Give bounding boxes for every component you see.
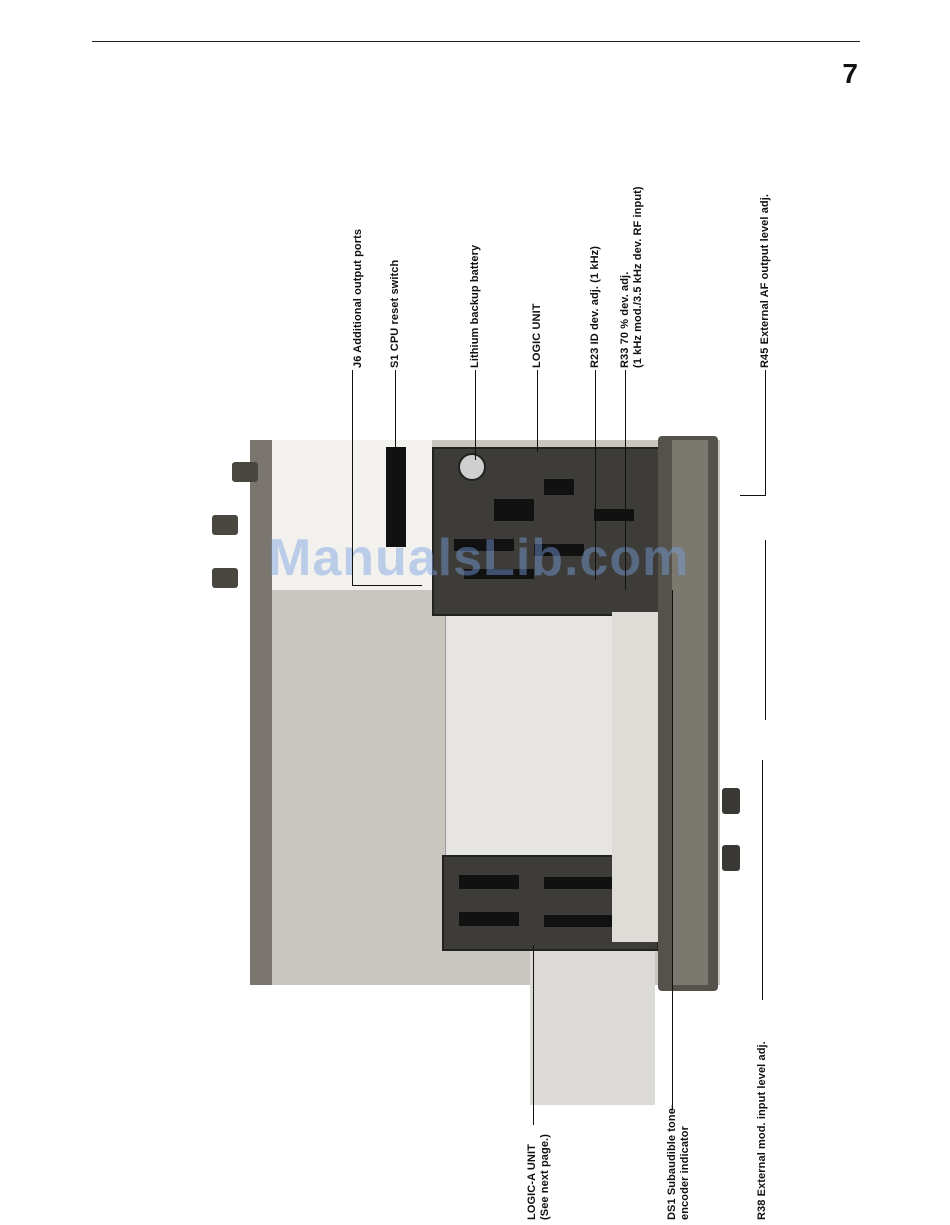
callout-ds1: DS1 Subaudible tone- encoder indicator [666, 1104, 692, 1220]
leader-j6-h [352, 585, 422, 586]
leader-r38-upper [765, 540, 766, 720]
leader-ds1 [672, 590, 673, 1110]
callout-battery: Lithium backup battery [469, 244, 481, 368]
leader-s1 [395, 370, 396, 490]
callout-s1: S1 CPU reset switch [389, 259, 401, 368]
leader-logic-a [533, 945, 534, 1125]
callout-logic-unit: LOGIC UNIT [531, 303, 543, 368]
cpu-reset-switch [386, 447, 406, 547]
callout-ds1-line2: encoder indicator [679, 1126, 691, 1220]
callout-j6: J6 Additional output ports [352, 228, 364, 368]
callout-r33-line2: (1 kHz mod./3.5 kHz dev. RF input) [632, 186, 644, 368]
leader-r45 [765, 370, 766, 495]
wiring-harness [612, 612, 658, 942]
callout-logic-a-line1: LOGIC-A UNIT [526, 1144, 538, 1220]
callout-r33-line1: R33 70 % dev. adj. [619, 271, 631, 368]
rear-rail [250, 440, 272, 985]
callout-r45: R45 External AF output level adj. [759, 193, 771, 368]
leader-j6 [352, 370, 353, 585]
front-panel-inner [672, 440, 708, 985]
lithium-battery [458, 453, 486, 481]
callout-logic-a-line2: (See next page.) [539, 1134, 551, 1220]
callout-r38: R38 External mod. input level adj. [756, 1041, 768, 1220]
leader-r45-h [740, 495, 766, 496]
front-knob [722, 788, 740, 814]
callout-r23: R23 ID dev. adj. (1 kHz) [589, 245, 601, 368]
leader-logic-unit [537, 370, 538, 452]
rear-connector [232, 462, 258, 482]
rear-connector [212, 515, 238, 535]
leader-battery [475, 370, 476, 460]
header-rule [92, 41, 860, 42]
front-knob [722, 845, 740, 871]
callout-logic-a: LOGIC-A UNIT (See next page.) [526, 1134, 552, 1220]
leader-r33 [625, 370, 626, 590]
leader-r23 [595, 370, 596, 580]
leader-r38 [762, 760, 763, 1000]
lower-bracket [530, 945, 655, 1105]
callout-ds1-line1: DS1 Subaudible tone- [666, 1104, 678, 1220]
rear-connector [212, 568, 238, 588]
watermark: ManualsLib.com [268, 529, 690, 587]
callout-r33: R33 70 % dev. adj. (1 kHz mod./3.5 kHz d… [619, 186, 645, 368]
page-number: 7 [842, 58, 858, 89]
